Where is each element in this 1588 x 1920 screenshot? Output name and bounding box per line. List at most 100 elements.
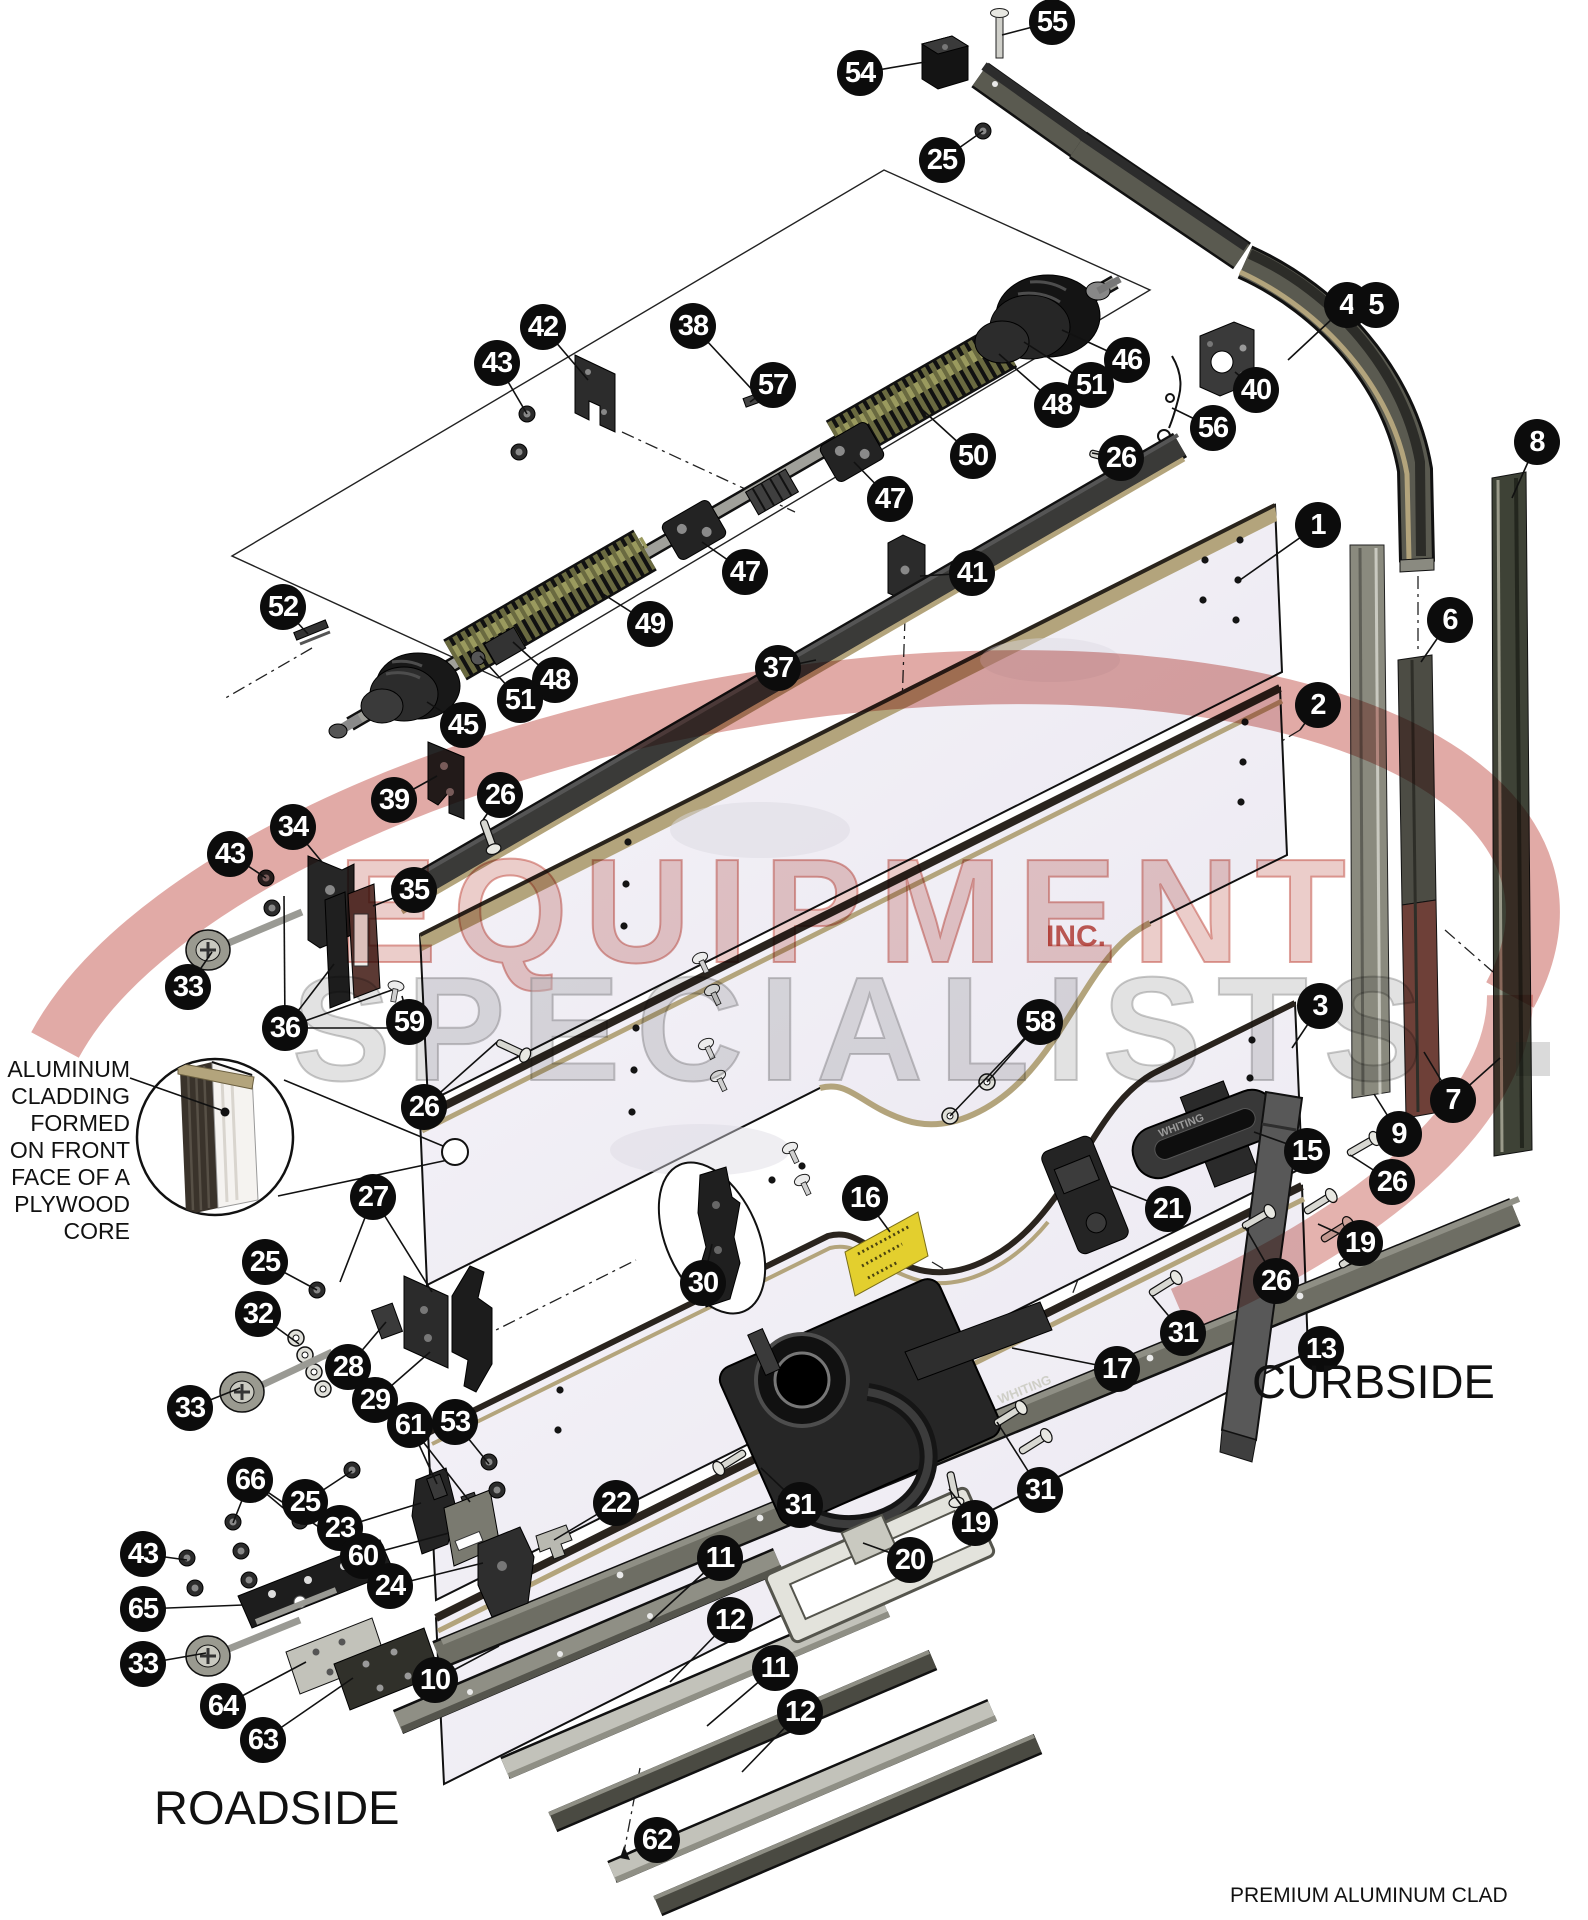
callout-20: 20 xyxy=(887,1537,933,1583)
callout-39: 39 xyxy=(371,777,417,823)
watermark-specialists: SPECIALISTS xyxy=(292,947,1438,1112)
cladding-magnifier xyxy=(129,1057,469,1217)
callout-50: 50 xyxy=(950,433,996,479)
callout-30: 30 xyxy=(680,1260,726,1306)
nut-43a2 xyxy=(510,443,528,461)
callout-38: 38 xyxy=(670,303,716,349)
callout-59: 59 xyxy=(386,999,432,1045)
callout-58: 58 xyxy=(1017,999,1063,1045)
callout-1: 1 xyxy=(1295,502,1341,548)
callout-11: 11 xyxy=(697,1535,743,1581)
callout-49: 49 xyxy=(627,601,673,647)
callout-3: 3 xyxy=(1297,983,1343,1029)
roller-33a xyxy=(184,908,304,972)
roadside-label: ROADSIDE xyxy=(154,1781,400,1834)
callout-51: 51 xyxy=(1068,362,1114,408)
callout-42: 42 xyxy=(520,304,566,350)
callout-48: 48 xyxy=(1034,382,1080,428)
callout-26: 26 xyxy=(1098,435,1144,481)
top-stop-block-54 xyxy=(920,35,970,90)
spring-alignment-frame xyxy=(230,169,1152,679)
cable-drum-46 xyxy=(974,274,1122,364)
callout-27: 27 xyxy=(350,1174,396,1220)
callout-34: 34 xyxy=(270,804,316,850)
callout-12: 12 xyxy=(777,1689,823,1735)
callout-13: 13 xyxy=(1298,1326,1344,1372)
callout-32: 32 xyxy=(235,1291,281,1337)
callout-15: 15 xyxy=(1284,1128,1330,1174)
callout-19: 19 xyxy=(1337,1220,1383,1266)
callout-43: 43 xyxy=(120,1531,166,1577)
callout-47: 47 xyxy=(722,549,768,595)
release-cable-56 xyxy=(1157,355,1182,443)
callout-7: 7 xyxy=(1430,1077,1476,1123)
callout-54: 54 xyxy=(837,50,883,96)
callout-63: 63 xyxy=(240,1717,286,1763)
callout-19: 19 xyxy=(952,1500,998,1546)
callout-41: 41 xyxy=(949,550,995,596)
callout-33: 33 xyxy=(165,964,211,1010)
callout-11: 11 xyxy=(752,1645,798,1691)
shaft-ring xyxy=(470,650,486,666)
callout-40: 40 xyxy=(1233,367,1279,413)
callout-6: 6 xyxy=(1427,597,1473,643)
watermark-inc: INC. xyxy=(1046,920,1106,953)
callout-35: 35 xyxy=(391,867,437,913)
callout-12: 12 xyxy=(707,1597,753,1643)
cladding-note-line: FORMED xyxy=(30,1110,130,1136)
cladding-note-line: CORE xyxy=(63,1218,130,1244)
callout-31: 31 xyxy=(777,1482,823,1528)
warning-label-16 xyxy=(844,1211,929,1297)
callout-17: 17 xyxy=(1094,1346,1140,1392)
nut-43b2 xyxy=(263,899,281,917)
callout-36: 36 xyxy=(262,1005,308,1051)
nut-43a xyxy=(518,405,536,423)
callout-25: 25 xyxy=(242,1239,288,1285)
callout-57: 57 xyxy=(750,362,796,408)
curved-track-4-5 xyxy=(1237,245,1435,573)
callout-62: 62 xyxy=(634,1817,680,1863)
callout-56: 56 xyxy=(1190,405,1236,451)
top-rail-segment-a xyxy=(971,62,1092,161)
nut-25b xyxy=(308,1281,326,1299)
cladding-note-line: FACE OF A xyxy=(11,1164,130,1190)
callout-8: 8 xyxy=(1514,419,1560,465)
callout-55: 55 xyxy=(1029,0,1075,45)
watermark-equipment: EQUIPMENT xyxy=(338,829,1362,994)
callout-51: 51 xyxy=(497,677,543,723)
callout-61: 61 xyxy=(387,1402,433,1448)
callout-26: 26 xyxy=(401,1084,447,1130)
nut-25c xyxy=(343,1461,361,1479)
callout-60: 60 xyxy=(340,1533,386,1579)
callout-64: 64 xyxy=(200,1683,246,1729)
clevis-pin-55 xyxy=(990,8,1009,59)
cladding-note-line: CLADDING xyxy=(11,1083,130,1109)
callout-10: 10 xyxy=(412,1657,458,1703)
callout-26: 26 xyxy=(477,772,523,818)
cladding-note-line: ALUMINUM xyxy=(7,1056,130,1082)
cladding-note-line: PLYWOOD xyxy=(14,1191,130,1217)
callout-66: 66 xyxy=(227,1457,273,1503)
latch-assembly-17 xyxy=(718,1278,1053,1534)
callout-43: 43 xyxy=(207,831,253,877)
spring-49 xyxy=(443,529,657,681)
top-rail-segment-b xyxy=(1069,131,1251,270)
premium-label: PREMIUM ALUMINUM CLAD xyxy=(1230,1884,1508,1907)
callout-22: 22 xyxy=(593,1480,639,1526)
callout-45: 45 xyxy=(440,702,486,748)
callout-2: 2 xyxy=(1295,682,1341,728)
side-channel-9 xyxy=(1349,544,1391,1099)
callout-26: 26 xyxy=(1369,1159,1415,1205)
callout-21: 21 xyxy=(1145,1186,1191,1232)
callout-52: 52 xyxy=(260,584,306,630)
callout-33: 33 xyxy=(120,1641,166,1687)
callout-53: 53 xyxy=(432,1399,478,1445)
callout-31: 31 xyxy=(1160,1310,1206,1356)
nut-53a xyxy=(480,1453,498,1471)
nut-43c2 xyxy=(186,1579,204,1597)
callout-47: 47 xyxy=(867,476,913,522)
callout-23: 23 xyxy=(317,1505,363,1551)
callout-43: 43 xyxy=(474,340,520,386)
